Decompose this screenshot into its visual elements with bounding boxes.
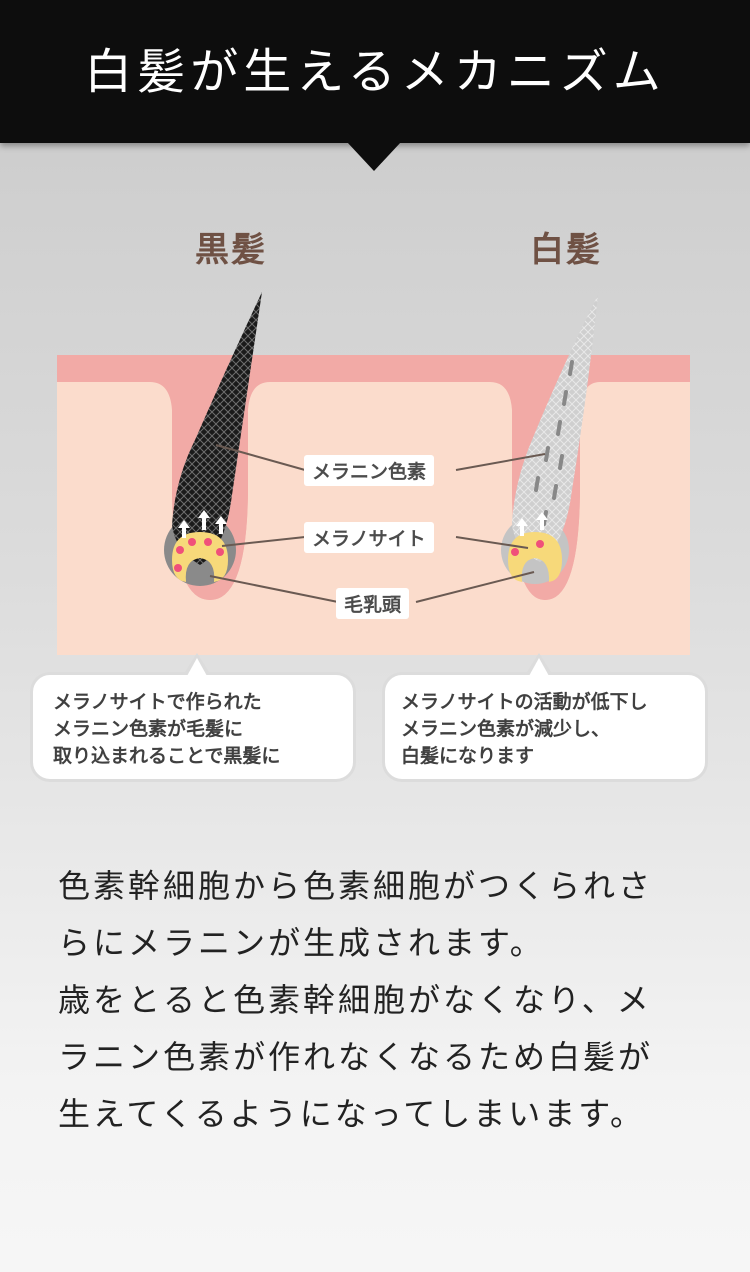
hair-follicle-diagram (57, 292, 690, 655)
right-explanation-bubble: メラノサイトの活動が低下し メラニン色素が減少し、 白髪になります (382, 653, 708, 782)
paragraph-line: 歳をとると色素幹細胞がなくなり、メ (58, 981, 652, 1019)
paragraph-line: 生えてくるようになってしまいます。 (58, 1095, 646, 1133)
white-papilla (508, 532, 562, 582)
melanocyte-label: メラノサイト (304, 522, 434, 553)
right-bubble-line: メラニン色素が減少し、 (401, 718, 611, 740)
melanin-arrows (178, 510, 548, 538)
black-hair-title: 黒髪 (195, 230, 267, 270)
left-bubble-line: メラノサイトで作られた (53, 691, 262, 713)
paragraph-line: ラニン色素が作れなくなるため白髪が (58, 1038, 654, 1076)
right-bubble-tail (525, 653, 553, 676)
left-bubble-tail (183, 653, 211, 676)
white-hair-title: 白髪 (530, 230, 602, 270)
header-banner: 白髪が生えるメカニズム (0, 0, 750, 143)
white-hair-shaft (512, 295, 598, 562)
page-title: 白髪が生えるメカニズム (84, 44, 666, 100)
black-papilla (172, 532, 228, 582)
papilla-label: 毛乳頭 (336, 588, 410, 619)
left-explanation-bubble: メラノサイトで作られた メラニン色素が毛髪に 取り込まれることで黒髪に (30, 653, 356, 782)
left-bubble-line: メラニン色素が毛髪に (53, 718, 244, 740)
dermis-layer (57, 382, 690, 655)
right-bubble-line: 白髪になります (401, 745, 535, 767)
header-pointer (347, 142, 401, 171)
left-bubble-line: 取り込まれることで黒髪に (53, 745, 281, 767)
explanation-paragraph: 色素幹細胞から色素細胞がつくられさ らにメラニンが生成されます。 歳をとると色素… (58, 858, 708, 1143)
paragraph-line: 色素幹細胞から色素細胞がつくられさ (58, 867, 654, 905)
melanin-label: メラニン色素 (304, 455, 435, 486)
paragraph-line: らにメラニンが生成されます。 (58, 924, 545, 962)
black-hair-shaft (172, 292, 262, 565)
right-bubble-line: メラノサイトの活動が低下し (401, 691, 648, 713)
